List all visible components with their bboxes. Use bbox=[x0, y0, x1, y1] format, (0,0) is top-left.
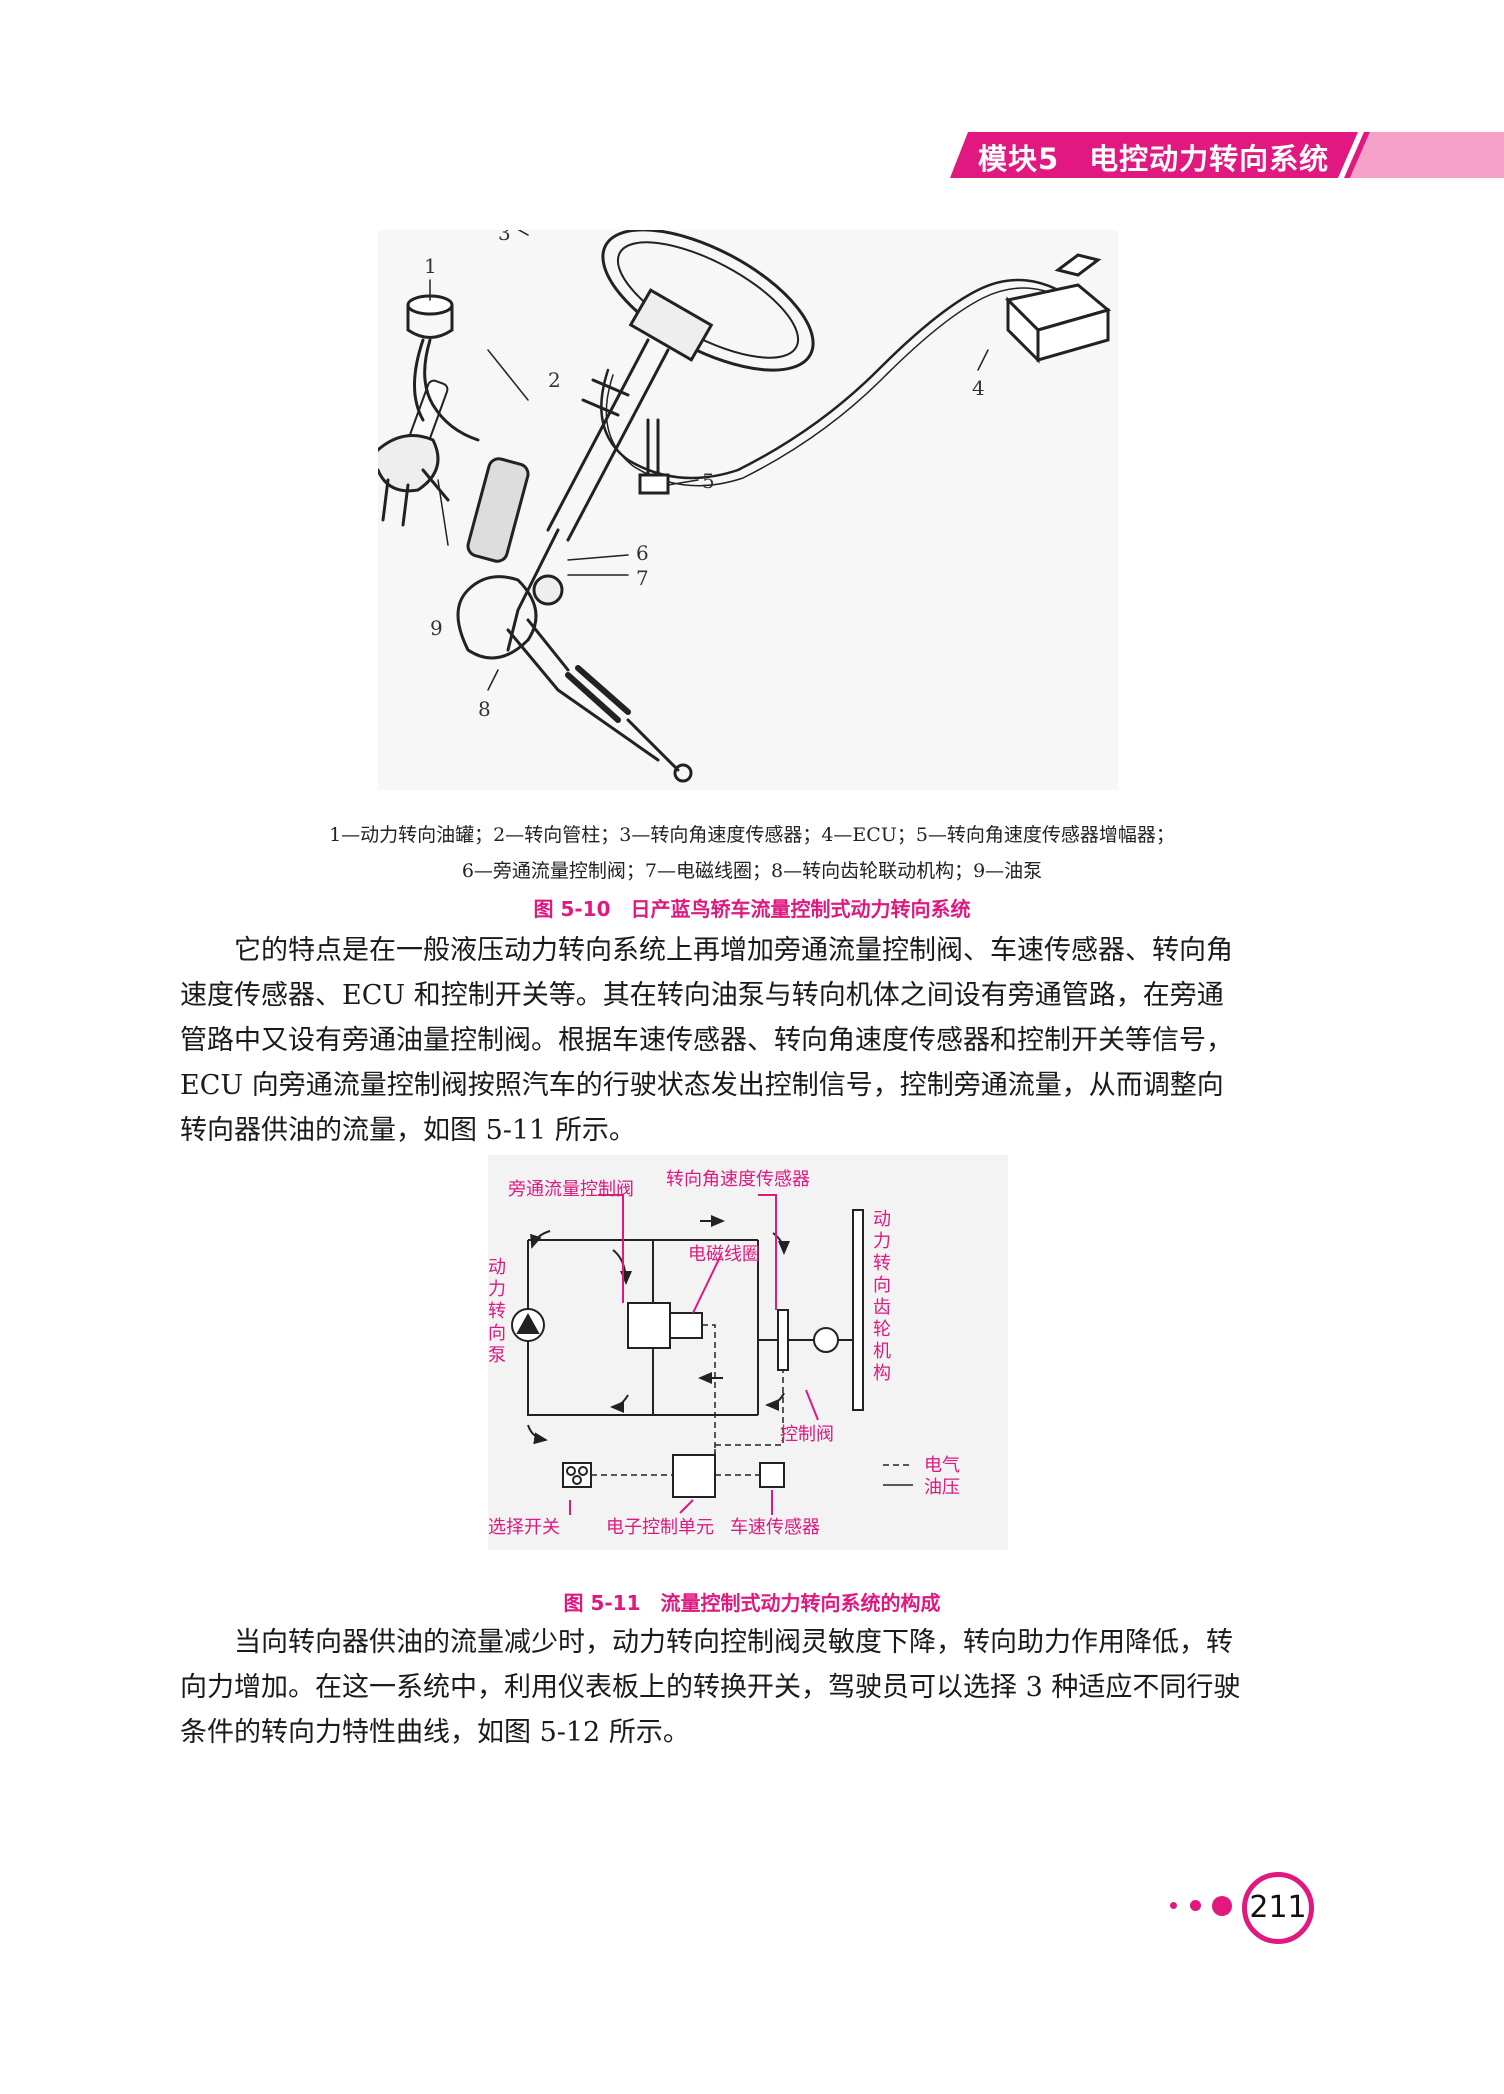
decor-dot bbox=[1212, 1896, 1232, 1916]
solenoid-symbol bbox=[669, 1312, 703, 1339]
callout-2: 2 bbox=[548, 368, 561, 392]
label-gear-char-1: 动 bbox=[873, 1209, 891, 1230]
label-gear-char-7: 机 bbox=[873, 1341, 891, 1362]
decor-dot bbox=[1170, 1902, 1177, 1909]
bypass-valve-symbol bbox=[627, 1302, 671, 1349]
figure-5-10-drawing: 1 2 3 4 5 6 7 8 9 bbox=[366, 221, 1118, 790]
steering-column bbox=[546, 338, 670, 542]
label-solenoid: 电磁线圈 bbox=[688, 1244, 760, 1265]
control-valve-symbol bbox=[813, 1327, 839, 1353]
figure-legend-line1: 1—动力转向油罐；2—转向管柱；3—转向角速度传感器；4—ECU；5—转向角速度… bbox=[329, 824, 1175, 846]
label-select-switch: 选择开关 bbox=[488, 1517, 560, 1538]
label-bypass-valve: 旁通流量控制阀 bbox=[508, 1179, 634, 1200]
label-gear-char-3: 转 bbox=[873, 1253, 891, 1274]
paragraph-line: 向力增加。在这一系统中，利用仪表板上的转换开关，驾驶员可以选择 3 种适应不同行… bbox=[180, 1672, 1241, 1703]
figure-legend-line2: 6—旁通流量控制阀；7—电磁线圈；8—转向齿轮联动机构；9—油泵 bbox=[461, 860, 1043, 882]
label-control-valve: 控制阀 bbox=[780, 1424, 834, 1445]
label-angle-sensor: 转向角速度传感器 bbox=[666, 1169, 810, 1190]
page-number-circle bbox=[1242, 1872, 1314, 1944]
paragraph-line: 管路中又设有旁通油量控制阀。根据车速传感器、转向角速度传感器和控制开关等信号， bbox=[180, 1025, 1233, 1056]
callout-8: 8 bbox=[478, 697, 491, 721]
label-gear-char-4: 向 bbox=[873, 1275, 891, 1296]
label-ecu: 电子控制单元 bbox=[606, 1517, 714, 1538]
oil-pump bbox=[366, 434, 440, 493]
paragraph-line: 它的特点是在一般液压动力转向系统上再增加旁通流量控制阀、车速传感器、转向角 bbox=[234, 935, 1233, 966]
label-gear-char-6: 轮 bbox=[873, 1319, 891, 1340]
bypass-valve-body bbox=[466, 457, 530, 563]
callout-9: 9 bbox=[430, 616, 443, 640]
angle-sensor-symbol bbox=[777, 1309, 789, 1371]
page-number: 211 bbox=[1249, 1890, 1307, 1925]
paragraph-line: 条件的转向力特性曲线，如图 5-12 所示。 bbox=[180, 1717, 690, 1748]
callout-5: 5 bbox=[702, 469, 715, 493]
header-banner-shape bbox=[950, 132, 1504, 178]
callout-7: 7 bbox=[636, 566, 649, 590]
ecu-symbol bbox=[672, 1454, 716, 1498]
legend-electric: 电气 bbox=[924, 1455, 960, 1476]
chapter-header: 模块5 电控动力转向系统 bbox=[950, 132, 1504, 178]
label-pump-char-1: 动 bbox=[488, 1257, 506, 1278]
callout-6: 6 bbox=[636, 541, 649, 565]
ecu-box bbox=[1036, 308, 1110, 362]
label-pump-char-5: 泵 bbox=[488, 1345, 506, 1366]
figure-5-11-diagram: 旁通流量控制阀 转向角速度传感器 电磁线圈 控制阀 电气 油压 选择开关 电子控… bbox=[488, 1155, 1008, 1550]
amplifier-connector bbox=[638, 473, 670, 495]
figure-5-11-title: 图 5-11 流量控制式动力转向系统的构成 bbox=[563, 1591, 941, 1615]
chapter-title: 模块5 电控动力转向系统 bbox=[978, 142, 1330, 176]
callout-3: 3 bbox=[498, 230, 511, 245]
paragraph-1: 它的特点是在一般液压动力转向系统上再增加旁通流量控制阀、车速传感器、转向角 速度… bbox=[180, 928, 1324, 1153]
steering-wheel bbox=[601, 228, 815, 372]
label-pump-char-3: 转 bbox=[488, 1301, 506, 1322]
label-gear-char-5: 齿 bbox=[873, 1297, 891, 1318]
hydraulic-loop bbox=[527, 1239, 759, 1416]
label-pump-char-2: 力 bbox=[488, 1279, 506, 1300]
paragraph-line: 当向转向器供油的流量减少时，动力转向控制阀灵敏度下降，转向助力作用降低，转 bbox=[234, 1627, 1233, 1658]
paragraph-line: 速度传感器、ECU 和控制开关等。其在转向油泵与转向机体之间设有旁通管路，在旁通 bbox=[180, 980, 1224, 1011]
steering-system-illustration: 1 2 3 4 5 6 7 8 9 bbox=[366, 221, 1112, 783]
speed-sensor-symbol bbox=[759, 1462, 785, 1488]
steering-rack bbox=[506, 628, 660, 762]
paragraph-line: ECU 向旁通流量控制阀按照汽车的行驶状态发出控制信号，控制旁通流量，从而调整向 bbox=[180, 1070, 1224, 1101]
rack-symbol bbox=[852, 1209, 864, 1411]
figure-5-10-title: 图 5-10 日产蓝鸟轿车流量控制式动力转向系统 bbox=[533, 897, 971, 921]
label-pump-char-4: 向 bbox=[488, 1323, 506, 1344]
label-gear-char-8: 构 bbox=[873, 1363, 891, 1384]
paragraph-2: 当向转向器供油的流量减少时，动力转向控制阀灵敏度下降，转向助力作用降低，转 向力… bbox=[180, 1620, 1324, 1755]
page-number-badge: 211 bbox=[1150, 1870, 1320, 1950]
legend-hydraulic: 油压 bbox=[924, 1477, 960, 1498]
label-gear-char-2: 力 bbox=[873, 1231, 891, 1252]
label-speed-sensor: 车速传感器 bbox=[730, 1517, 820, 1538]
decor-dot bbox=[1190, 1900, 1201, 1911]
callout-4: 4 bbox=[972, 376, 985, 400]
paragraph-line: 转向器供油的流量，如图 5-11 所示。 bbox=[180, 1115, 636, 1146]
callout-1: 1 bbox=[424, 254, 437, 278]
flow-control-schematic: 旁通流量控制阀 转向角速度传感器 电磁线圈 控制阀 电气 油压 选择开关 电子控… bbox=[488, 1169, 960, 1538]
